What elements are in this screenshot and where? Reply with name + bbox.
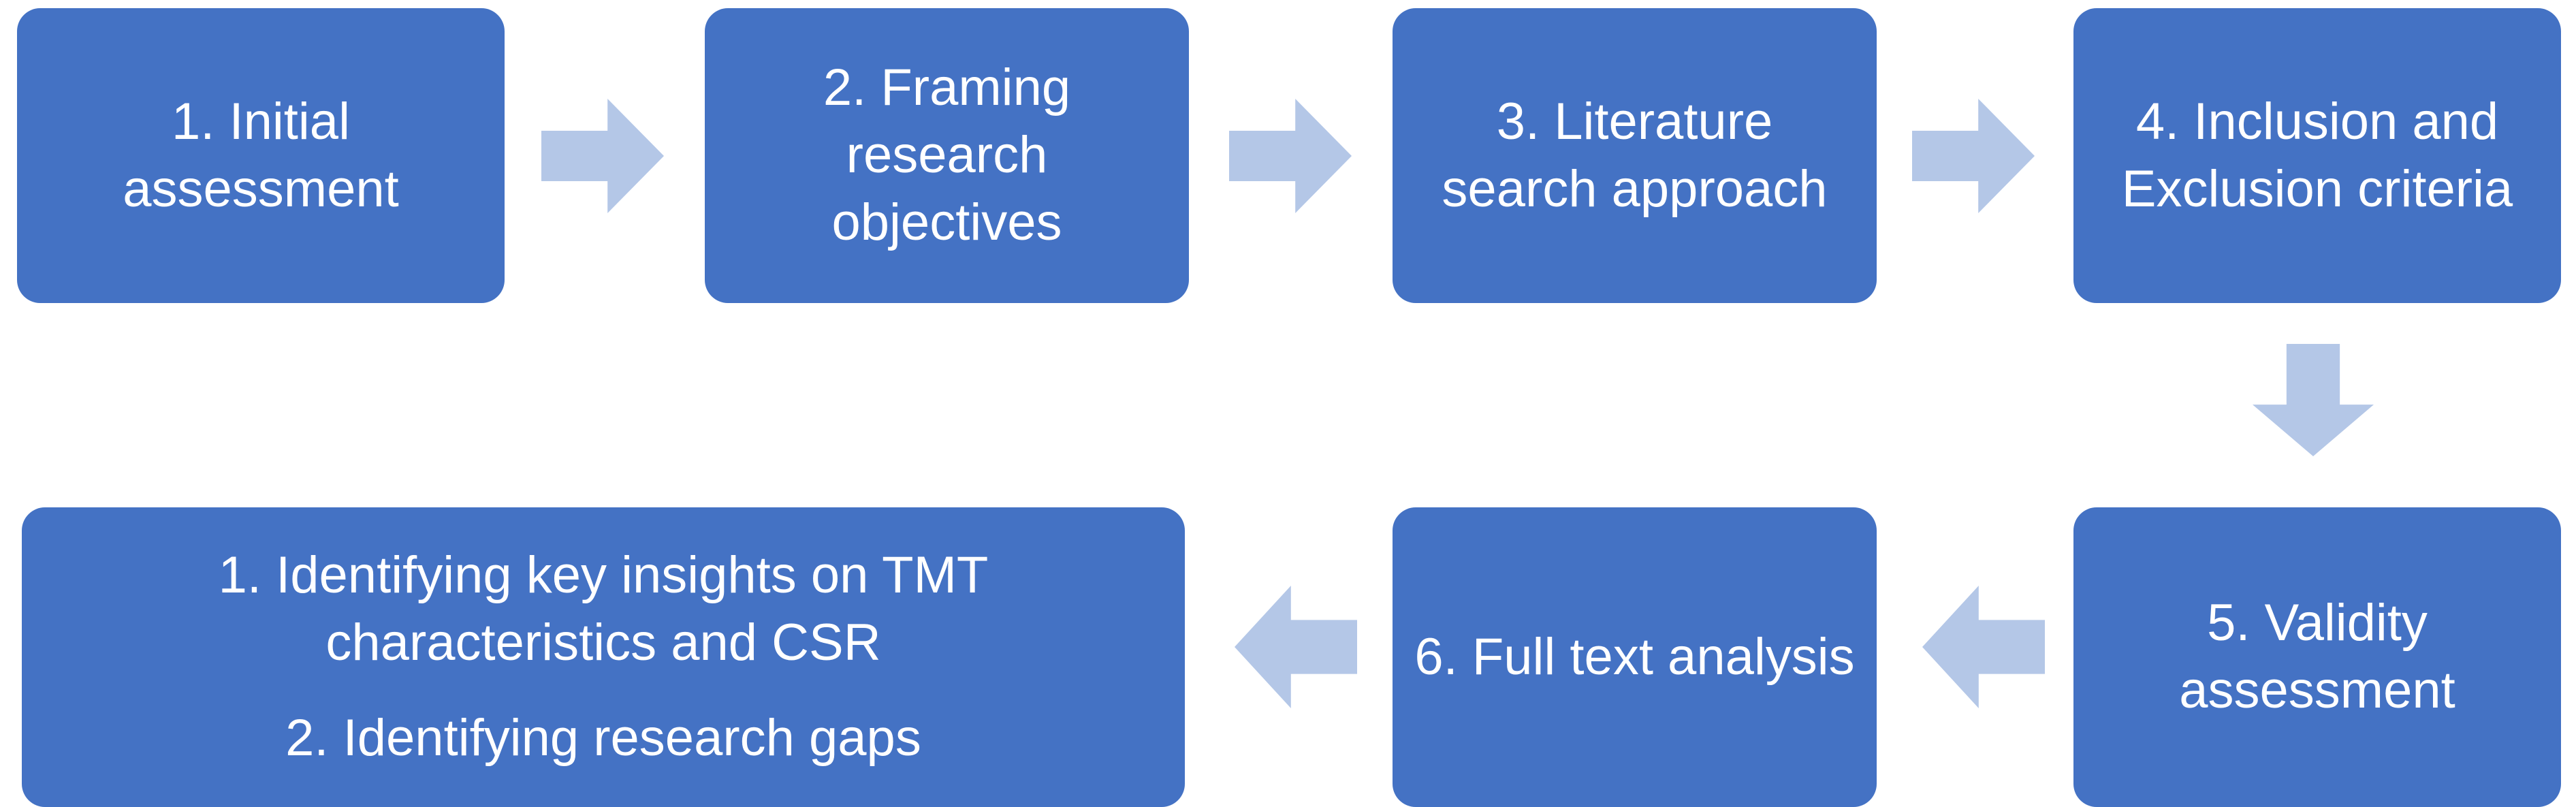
flow-node-step-7-item-1-line-2: characteristics and CSR [325, 613, 881, 671]
flow-node-step-6-line-1: 6. Full text analysis [1414, 627, 1855, 686]
arrow-right-icon [541, 99, 664, 213]
flow-node-step-7-item-1-line-1: 1. Identifying key insights on TMT [218, 545, 989, 604]
flow-node-step-2-line-3: objectives [831, 193, 1062, 251]
flow-node-step-4-line-1: 4. Inclusion and [2135, 92, 2499, 151]
flow-node-step-3[interactable]: 3. Literature search approach [1393, 8, 1877, 303]
flow-node-step-5-line-2: assessment [2179, 661, 2455, 719]
flow-node-step-1-line-2: assessment [123, 159, 399, 218]
flow-node-step-1-line-1: 1. Initial [172, 92, 350, 151]
flow-node-step-4[interactable]: 4. Inclusion and Exclusion criteria [2073, 8, 2561, 303]
flow-node-step-6[interactable]: 6. Full text analysis [1393, 507, 1877, 807]
flow-node-step-3-line-1: 3. Literature [1496, 92, 1773, 151]
flow-node-step-2[interactable]: 2. Framing research objectives [705, 8, 1189, 303]
arrow-left-icon [1922, 586, 2045, 708]
flow-node-step-3-line-2: search approach [1442, 159, 1828, 218]
flow-node-step-7-item-2: 2. Identifying research gaps [285, 709, 921, 768]
flow-node-step-5-line-1: 5. Validity [2207, 594, 2428, 652]
flow-node-step-2-line-1: 2. Framing [823, 59, 1071, 117]
arrow-left-icon [1235, 586, 1357, 708]
flow-node-step-5[interactable]: 5. Validity assessment [2073, 507, 2561, 807]
arrow-right-icon [1229, 99, 1352, 213]
flow-node-step-7[interactable]: 1. Identifying key insights on TMT chara… [22, 507, 1185, 807]
flow-node-step-4-line-2: Exclusion criteria [2121, 159, 2513, 218]
flow-node-step-2-line-2: research [846, 126, 1048, 185]
flow-node-step-1[interactable]: 1. Initial assessment [17, 8, 505, 303]
arrow-down-icon [2253, 344, 2374, 456]
arrow-right-icon [1912, 99, 2035, 213]
